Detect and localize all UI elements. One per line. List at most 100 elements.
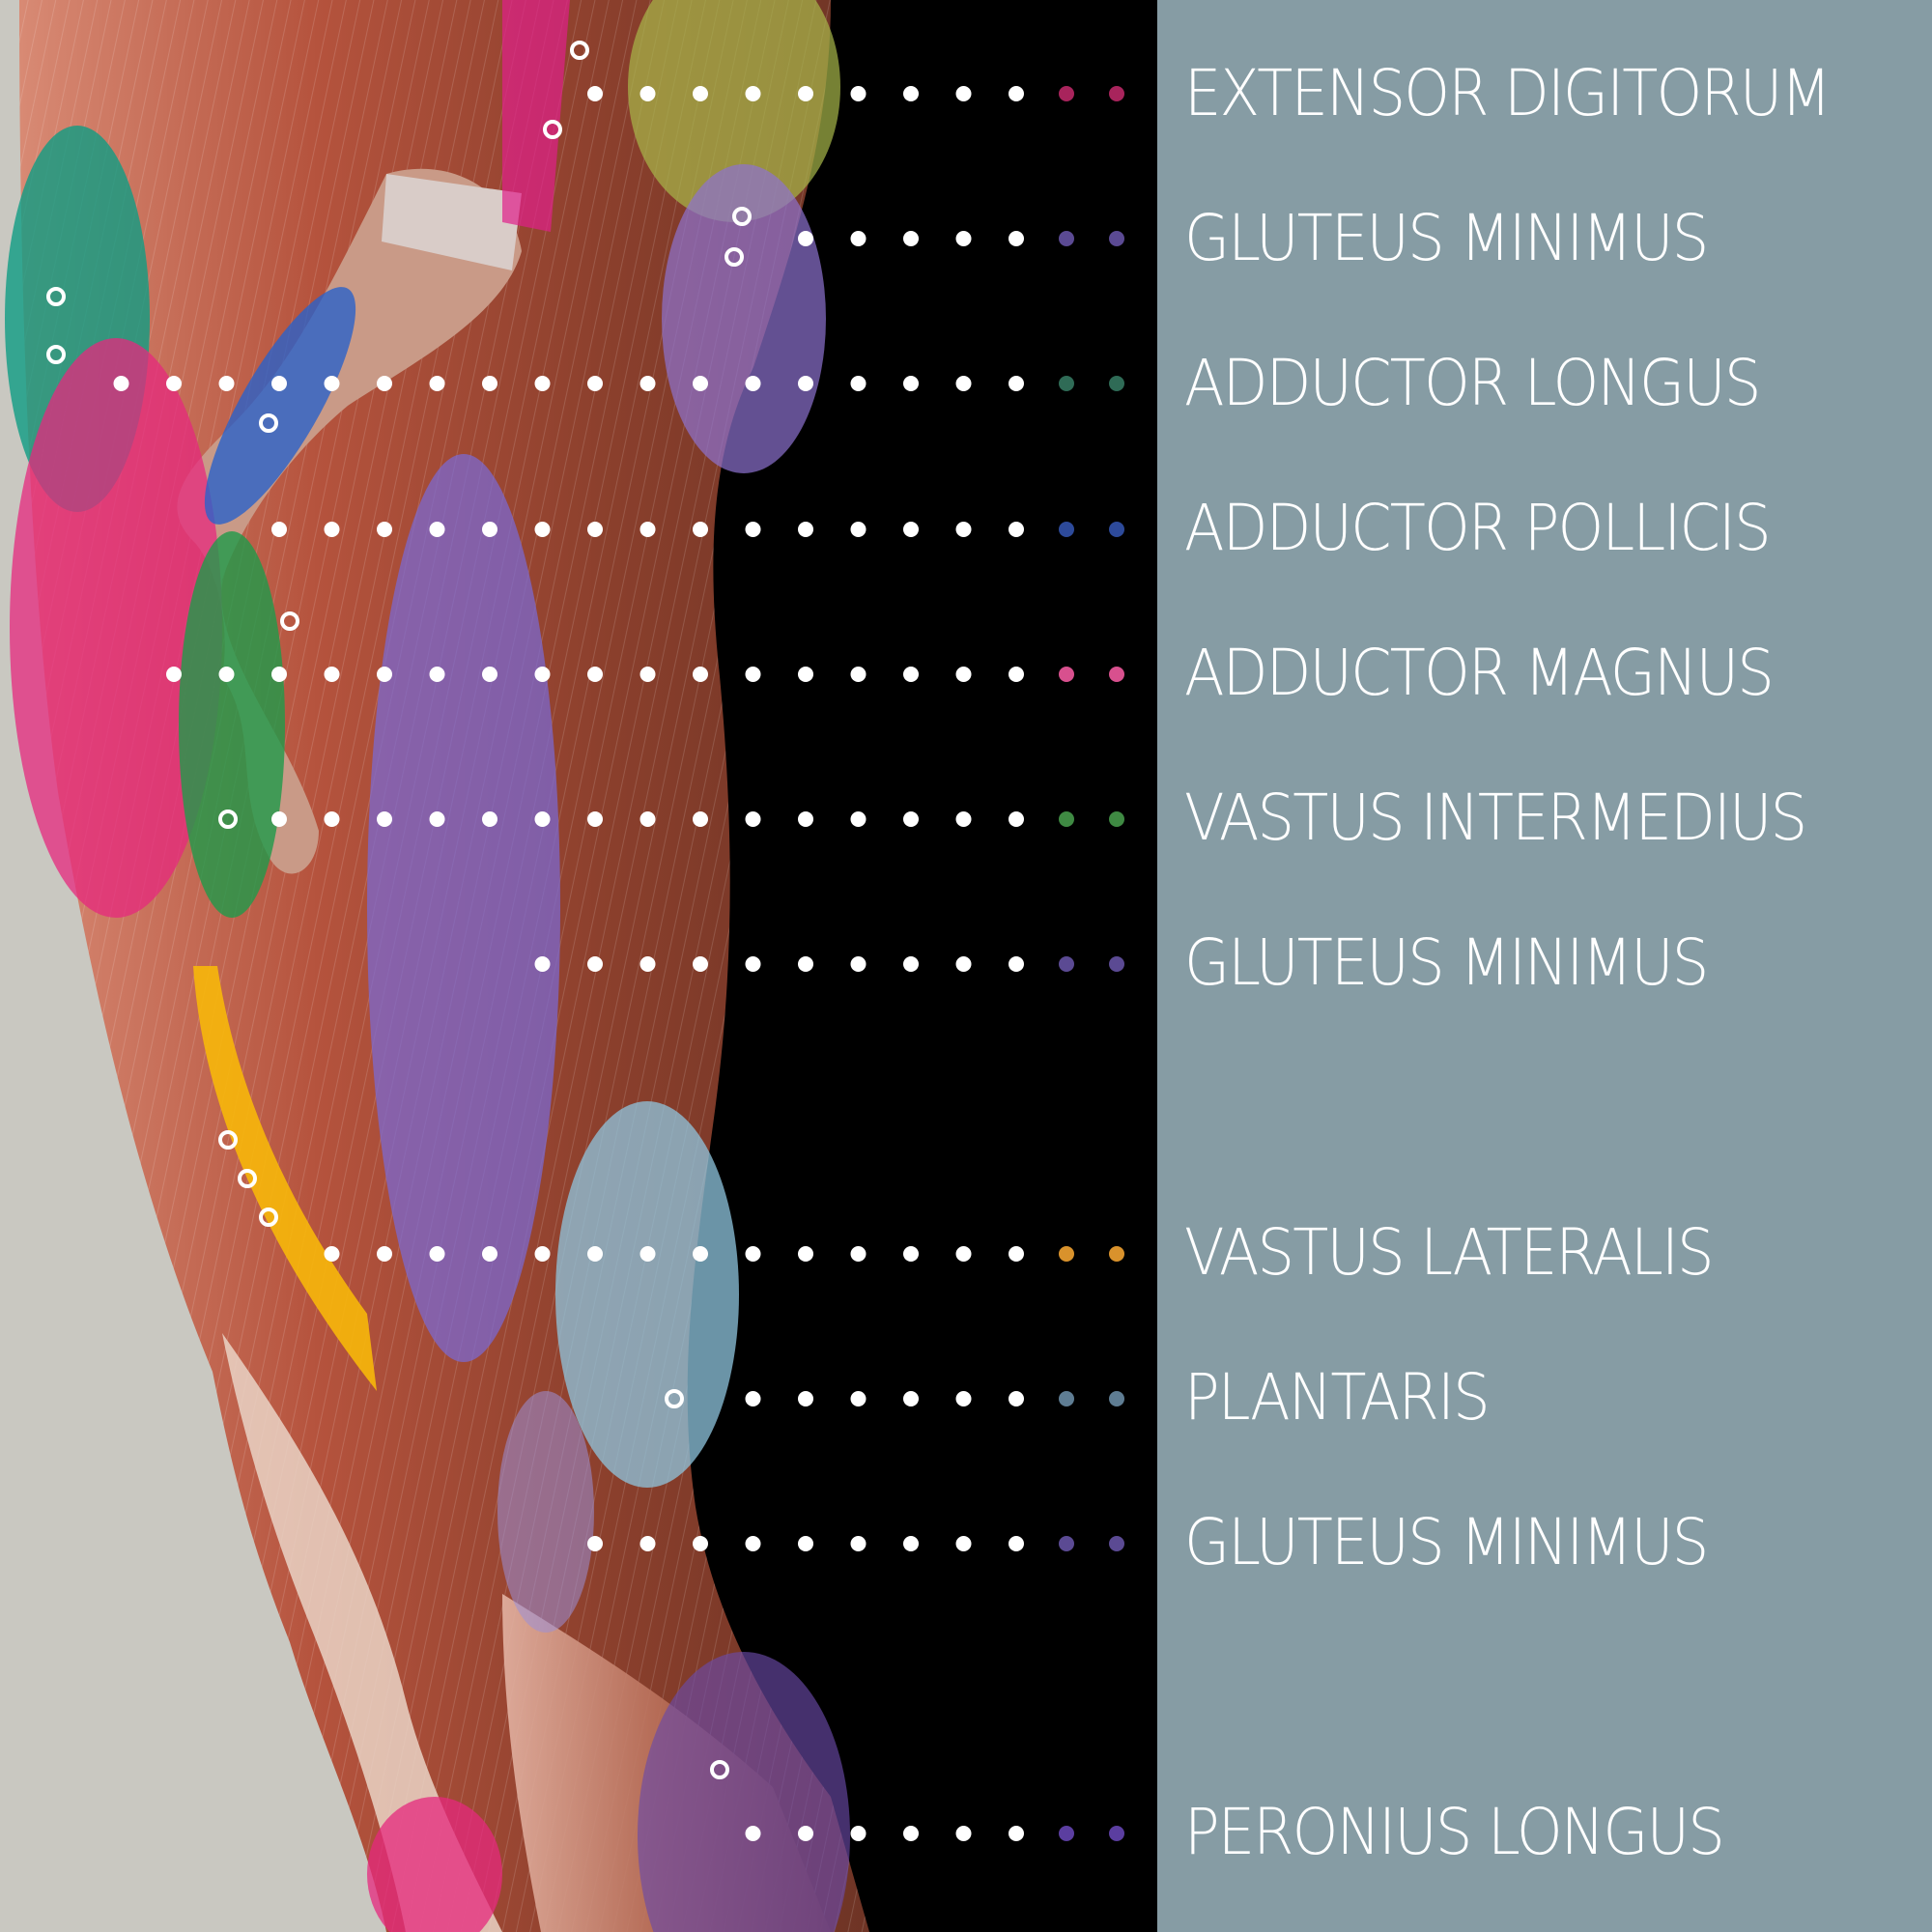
leader-dot bbox=[745, 86, 761, 101]
leader-dot bbox=[693, 667, 708, 682]
legend-color-dot bbox=[1109, 1246, 1124, 1262]
highlight-purple-upper bbox=[662, 164, 826, 473]
label-vastus-intermedius: VASTUS INTERMEDIUS bbox=[1184, 781, 1807, 855]
leader-endpoint-ring bbox=[238, 1169, 257, 1188]
highlight-violet-long bbox=[367, 454, 560, 1362]
legend-color-dot bbox=[1109, 1536, 1124, 1551]
legend-color-dot bbox=[1059, 1246, 1074, 1262]
leader-dot bbox=[377, 811, 392, 827]
leader-dot bbox=[798, 1536, 813, 1551]
leader-dot bbox=[693, 376, 708, 391]
leader-dot bbox=[324, 1246, 340, 1262]
leader-dot bbox=[850, 1826, 867, 1841]
highlight-olive bbox=[628, 0, 840, 222]
leader-dot bbox=[377, 522, 392, 537]
legend-color-dot bbox=[1109, 231, 1124, 246]
leader-dot bbox=[798, 1246, 813, 1262]
leader-dot bbox=[850, 811, 867, 827]
leader-dot bbox=[850, 956, 867, 972]
leader-dot bbox=[798, 811, 813, 827]
leader-endpoint-ring bbox=[665, 1389, 684, 1408]
leader-dot bbox=[745, 956, 761, 972]
leader-dot bbox=[903, 1246, 919, 1262]
leader-dot bbox=[639, 522, 656, 537]
leader-dot bbox=[903, 1536, 919, 1551]
leader-endpoint-ring bbox=[570, 41, 589, 60]
leader-dot bbox=[903, 231, 919, 246]
leader-dot bbox=[639, 667, 656, 682]
leader-dot bbox=[1009, 1826, 1024, 1841]
highlight-green bbox=[179, 531, 285, 918]
leader-dot bbox=[693, 522, 708, 537]
label-panel bbox=[1157, 0, 1932, 1932]
highlight-magenta bbox=[10, 338, 222, 918]
leader-dot bbox=[324, 811, 340, 827]
leader-dot bbox=[1009, 1391, 1024, 1406]
leader-dot bbox=[850, 1536, 867, 1551]
label-gluteus-minimus-3: GLUTEUS MINIMUS bbox=[1184, 1505, 1709, 1579]
leader-dot bbox=[850, 1391, 867, 1406]
hand-wrist-band bbox=[382, 174, 522, 270]
leader-dot bbox=[693, 1246, 708, 1262]
leader-dot-lines bbox=[113, 86, 1124, 1841]
leader-dot bbox=[639, 376, 656, 391]
leader-dot bbox=[903, 956, 919, 972]
leader-dot bbox=[482, 376, 497, 391]
leader-dot bbox=[850, 522, 867, 537]
leader-dot bbox=[903, 811, 919, 827]
leader-endpoint-ring bbox=[732, 207, 752, 226]
highlight-pink-tendon bbox=[502, 0, 570, 232]
leader-dot bbox=[218, 376, 235, 391]
leader-dot bbox=[1009, 1536, 1024, 1551]
label-plantaris: PLANTARIS bbox=[1184, 1360, 1491, 1435]
leader-dot bbox=[429, 811, 445, 827]
leader-dot bbox=[850, 1246, 867, 1262]
leader-dot bbox=[482, 667, 497, 682]
legend-color-dot bbox=[1109, 667, 1124, 682]
leader-endpoint-ring bbox=[280, 611, 299, 631]
leader-dot bbox=[271, 811, 287, 827]
leader-dot bbox=[1009, 86, 1024, 101]
leader-dot bbox=[271, 522, 287, 537]
leader-dot bbox=[798, 86, 813, 101]
highlight-yellow-crescent bbox=[193, 966, 377, 1391]
leader-dot bbox=[534, 667, 551, 682]
leader-dot bbox=[377, 1246, 392, 1262]
leader-dot bbox=[429, 522, 445, 537]
leader-dot bbox=[587, 956, 603, 972]
leader-dot bbox=[850, 667, 867, 682]
leader-dot bbox=[745, 1391, 761, 1406]
leader-dot bbox=[798, 956, 813, 972]
leader-dot bbox=[218, 667, 235, 682]
legend-color-dot bbox=[1059, 667, 1074, 682]
leader-dot bbox=[955, 811, 972, 827]
leader-dot bbox=[745, 522, 761, 537]
leader-dot bbox=[798, 1391, 813, 1406]
leader-dot bbox=[745, 1826, 761, 1841]
legend-color-dot bbox=[1059, 231, 1074, 246]
leader-dot bbox=[693, 811, 708, 827]
leader-dot bbox=[587, 86, 603, 101]
leader-dot bbox=[429, 376, 445, 391]
leader-dot bbox=[587, 522, 603, 537]
leader-dot bbox=[745, 811, 761, 827]
legend-color-dot bbox=[1059, 956, 1074, 972]
leader-dot bbox=[798, 231, 813, 246]
leader-dot bbox=[429, 667, 445, 682]
leader-dot bbox=[639, 1246, 656, 1262]
leader-dot bbox=[1009, 667, 1024, 682]
leader-dot bbox=[482, 811, 497, 827]
leader-dot bbox=[745, 376, 761, 391]
leader-dot bbox=[955, 376, 972, 391]
leader-dot bbox=[955, 231, 972, 246]
leader-dot bbox=[903, 522, 919, 537]
leader-dot bbox=[955, 86, 972, 101]
leader-dot bbox=[798, 376, 813, 391]
leader-dot bbox=[693, 1536, 708, 1551]
leader-dot bbox=[271, 376, 287, 391]
leader-endpoint-ring bbox=[259, 1208, 278, 1227]
leader-dot bbox=[587, 376, 603, 391]
leader-dot bbox=[745, 667, 761, 682]
legend-color-dot bbox=[1059, 811, 1074, 827]
